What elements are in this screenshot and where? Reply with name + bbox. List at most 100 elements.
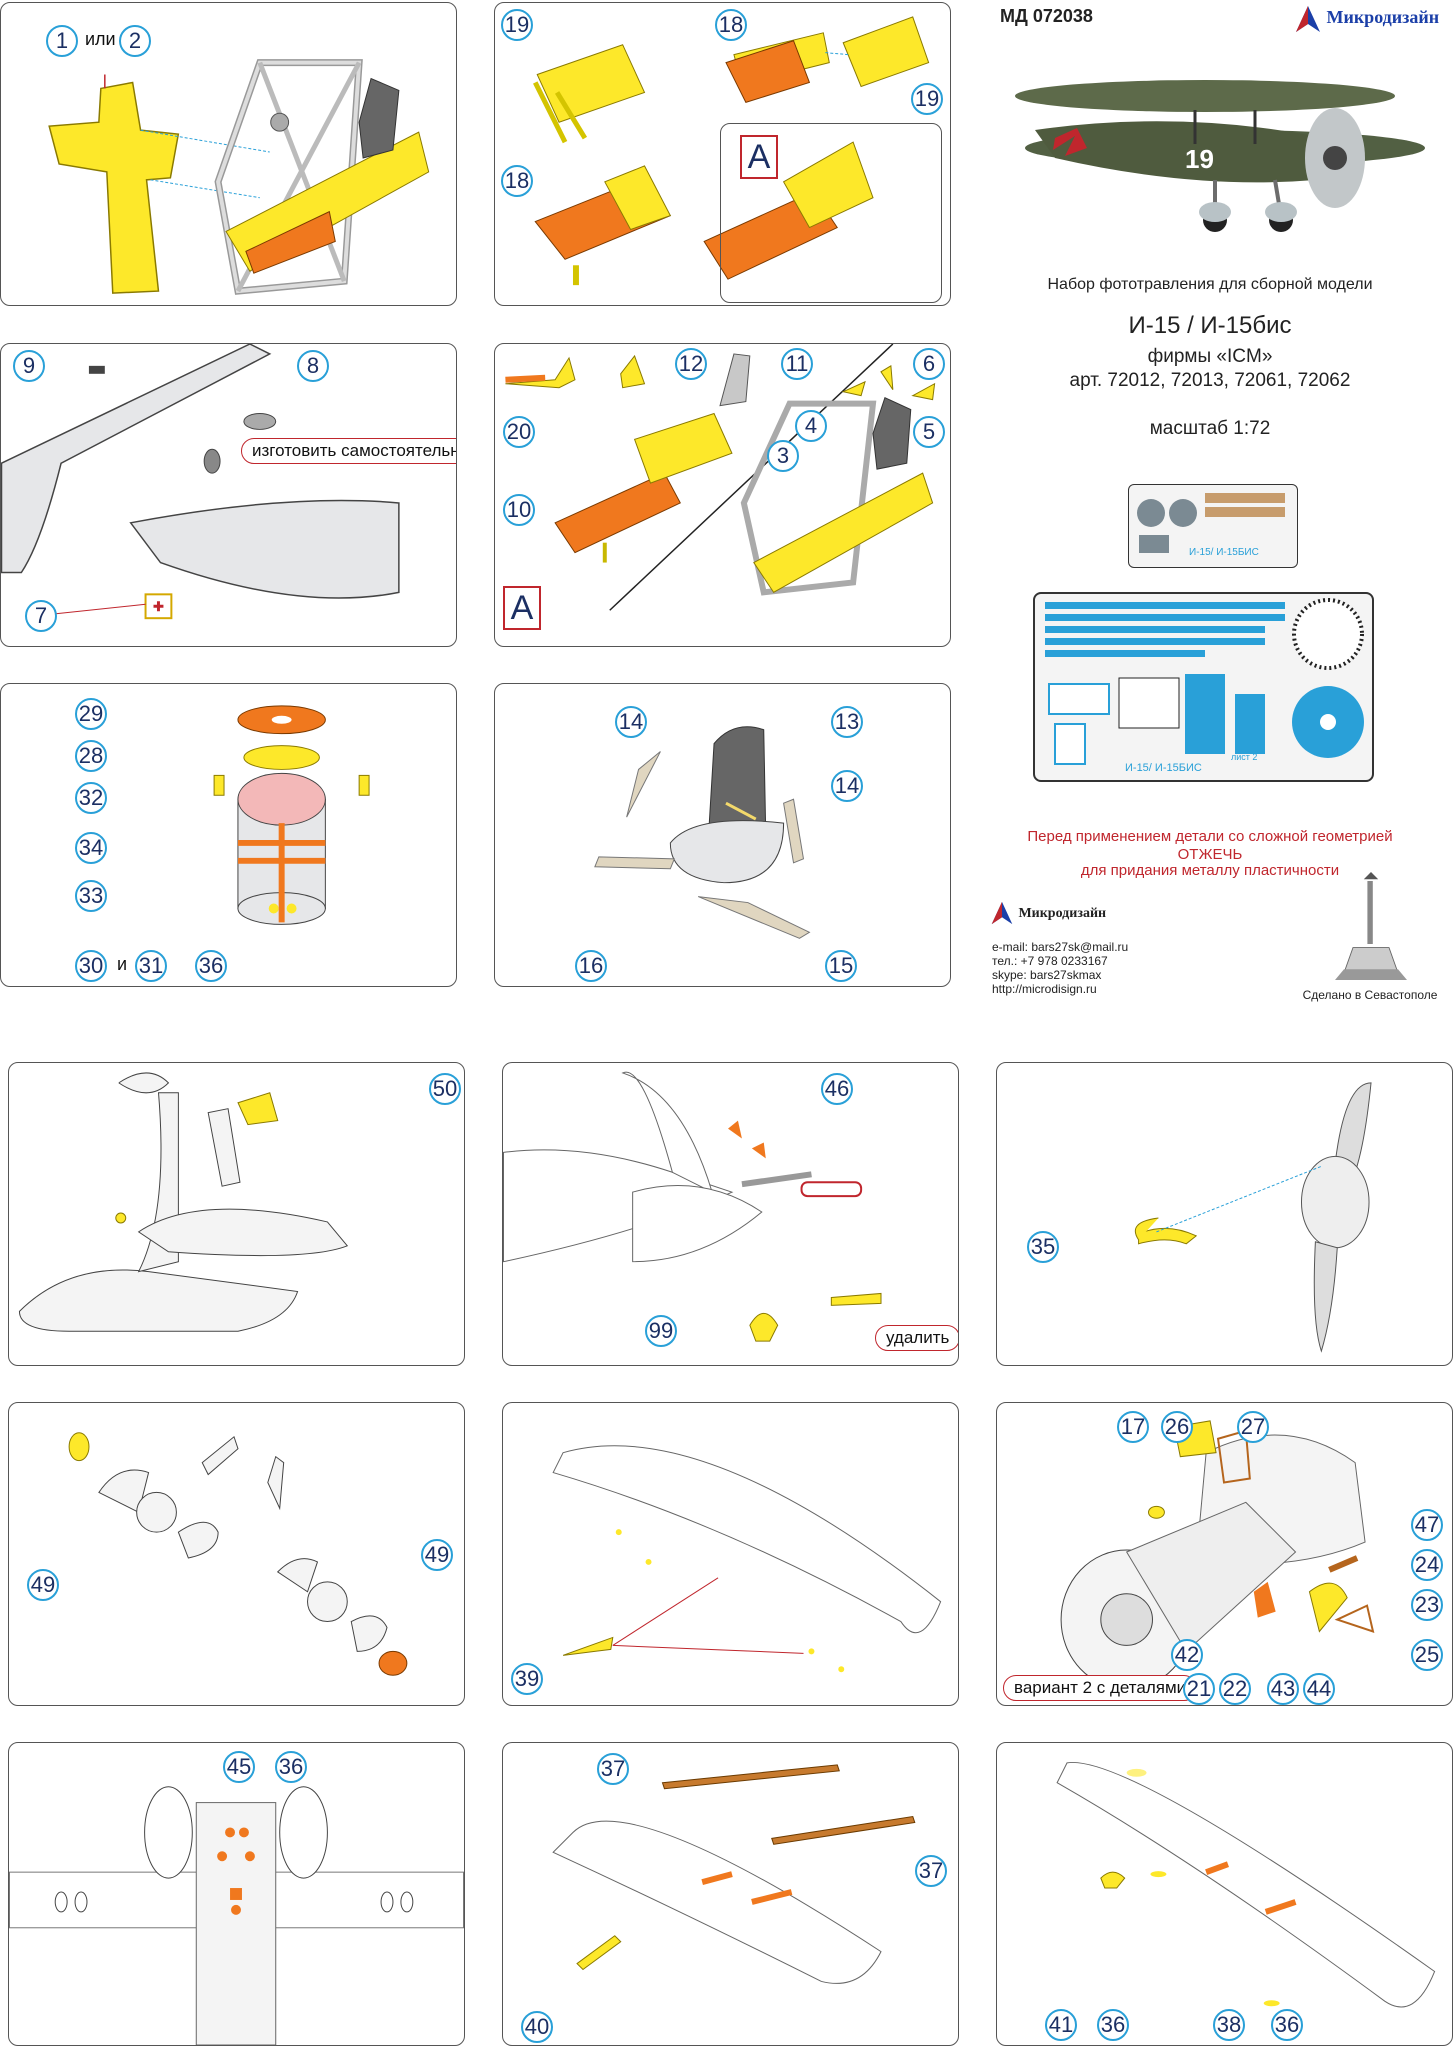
callout-15: 15 xyxy=(825,950,857,982)
callout-43: 43 xyxy=(1267,1673,1299,1705)
callout-19b: 19 xyxy=(911,83,943,115)
callout-35: 35 xyxy=(1027,1231,1059,1263)
warning-line-3: для придания металлу пластичности xyxy=(1080,862,1340,879)
fret-large-label: И-15/ И-15БИС xyxy=(1125,762,1202,774)
step-panel-11: 39 xyxy=(502,1402,959,1706)
callout-33: 33 xyxy=(75,880,107,912)
step-panel-5: 29 28 32 34 33 30 и 31 36 xyxy=(0,683,457,987)
contact-email[interactable]: e-mail: bars27sk@mail.ru xyxy=(992,940,1129,954)
underside-view-illustration xyxy=(9,1786,464,2045)
callout-12: 12 xyxy=(675,348,707,380)
callout-27: 27 xyxy=(1237,1411,1269,1443)
step-panel-7: 50 xyxy=(8,1062,465,1366)
callout-49b: 49 xyxy=(421,1539,453,1571)
brand-logo-icon xyxy=(1296,6,1320,32)
callout-46: 46 xyxy=(821,1073,853,1105)
callout-38: 38 xyxy=(1213,2009,1245,2041)
callout-31: 31 xyxy=(135,950,167,982)
variant-2-note: вариант 2 с деталями xyxy=(1003,1675,1198,1701)
model-scale: масштаб 1:72 xyxy=(1149,418,1271,439)
callout-39: 39 xyxy=(511,1663,543,1695)
callout-47: 47 xyxy=(1411,1509,1443,1541)
propeller-illustration xyxy=(1134,1082,1372,1353)
kit-intro: Набор фототравления для сборной модели xyxy=(1047,276,1373,293)
fuselage-engine-illustration xyxy=(1060,1420,1375,1690)
callout-11: 11 xyxy=(781,348,813,380)
make-yourself-note: изготовить самостоятельно xyxy=(241,438,456,464)
callout-36-left: 36 xyxy=(1097,2009,1129,2041)
callout-17: 17 xyxy=(1117,1411,1149,1443)
callout-36-right: 36 xyxy=(1271,2009,1303,2041)
sevastopol-monument-icon xyxy=(1335,872,1407,980)
callout-40: 40 xyxy=(521,2011,553,2043)
floor-panels-illustration xyxy=(533,16,930,286)
variant-a-box: A xyxy=(740,135,778,179)
callout-25: 25 xyxy=(1411,1639,1443,1671)
warning-line-2: ОТЖЕЧЬ xyxy=(1177,846,1243,863)
step-panel-12: 17 26 27 47 24 23 25 42 вариант 2 с дета… xyxy=(996,1402,1453,1706)
article-number: МД 072038 xyxy=(1000,6,1093,26)
variant-a-frame xyxy=(720,123,942,303)
callout-21: 21 xyxy=(1183,1673,1215,1705)
callout-23: 23 xyxy=(1411,1589,1443,1621)
step-panel-1: 1 или 2 xyxy=(0,2,457,306)
and-label: и xyxy=(117,954,128,974)
callout-14b: 14 xyxy=(831,770,863,802)
cockpit-assembly-illustration xyxy=(505,344,936,611)
callout-16: 16 xyxy=(575,950,607,982)
upper-wing-strips-illustration xyxy=(552,1764,916,1984)
fret-large: И-15/ И-15БИС лист 2 xyxy=(1033,592,1374,782)
warning-line-1: Перед применением детали со сложной геом… xyxy=(1027,828,1393,845)
step-panel-9: 35 xyxy=(996,1062,1453,1366)
tail-and-rocket-illustration xyxy=(503,1071,882,1342)
callout-3: 3 xyxy=(767,440,799,472)
contacts-logo: Микродизайн xyxy=(990,900,1106,926)
step-panel-6: 14 13 14 16 15 xyxy=(494,683,951,987)
engine-cowl-illustration xyxy=(213,705,370,925)
landing-gear-skis-illustration xyxy=(18,1072,349,1332)
contacts-brand: Микродизайн xyxy=(1018,906,1107,922)
callout-9: 9 xyxy=(13,350,45,382)
brand-name: Микродизайн xyxy=(1326,7,1440,28)
callout-10: 10 xyxy=(503,494,535,526)
callout-18b: 18 xyxy=(501,165,533,197)
callout-36-underside: 36 xyxy=(275,1751,307,1783)
callout-37b: 37 xyxy=(915,1855,947,1887)
fret-small: И-15/ И-15БИС xyxy=(1128,484,1298,568)
step-panel-10: 49 49 xyxy=(8,1402,465,1706)
callout-42: 42 xyxy=(1171,1639,1203,1671)
made-in-label: Сделано в Севастополе xyxy=(1302,988,1438,1002)
callout-36: 36 xyxy=(195,950,227,982)
model-articles: арт. 72012, 72013, 72061, 72062 xyxy=(1069,370,1351,391)
callout-14a: 14 xyxy=(615,706,647,738)
callout-18a: 18 xyxy=(715,9,747,41)
callout-34: 34 xyxy=(75,832,107,864)
fret-small-label: И-15/ И-15БИС xyxy=(1189,547,1259,558)
fuselage-interior-illustration xyxy=(1,344,400,620)
step-panel-14: 37 37 40 xyxy=(502,1742,959,2046)
callout-1: 1 xyxy=(46,25,78,57)
brand-logo: Микродизайн xyxy=(1294,4,1439,34)
callout-24: 24 xyxy=(1411,1549,1443,1581)
callout-44: 44 xyxy=(1303,1673,1335,1705)
step-panel-13: 45 36 xyxy=(8,1742,465,2046)
callout-19a: 19 xyxy=(501,9,533,41)
contacts-logo-icon xyxy=(991,901,1013,925)
callout-22: 22 xyxy=(1219,1673,1251,1705)
model-maker: фирмы «ICM» xyxy=(1147,346,1273,367)
lights-and-lenses-illustration xyxy=(68,1432,408,1676)
callout-32: 32 xyxy=(75,782,107,814)
variant-a-box-2: A xyxy=(503,586,541,630)
callout-30: 30 xyxy=(75,950,107,982)
contact-site[interactable]: http://microdisign.ru xyxy=(992,982,1097,996)
callout-41: 41 xyxy=(1045,2009,1077,2041)
callout-2: 2 xyxy=(119,25,151,57)
contact-skype: skype: bars27skmax xyxy=(992,968,1102,982)
lower-wing-underside-illustration xyxy=(1056,1761,1436,2008)
step-panel-8: 46 99 удалить xyxy=(502,1062,959,1366)
callout-50: 50 xyxy=(429,1073,461,1105)
callout-8: 8 xyxy=(297,350,329,382)
or-label: или xyxy=(85,29,116,49)
step-panel-2: 19 18 19 18 A xyxy=(494,2,951,306)
callout-28: 28 xyxy=(75,740,107,772)
